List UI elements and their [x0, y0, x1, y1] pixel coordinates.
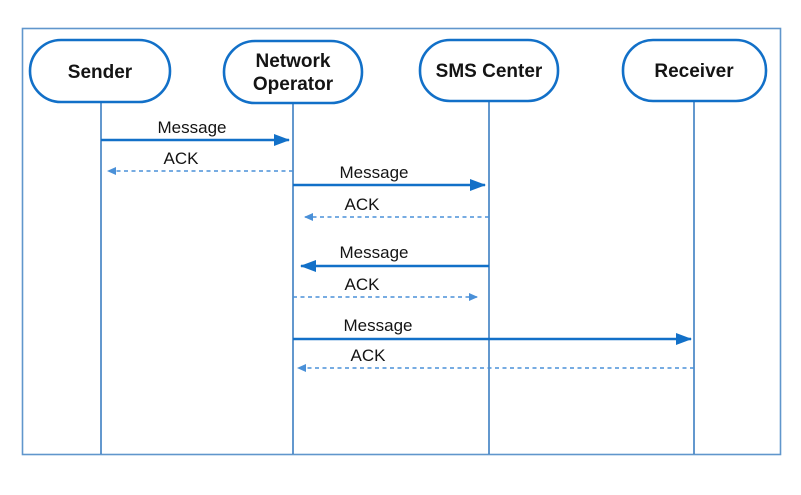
actor-sms-center: SMS Center: [418, 38, 560, 103]
actor-network-operator-box: [222, 39, 364, 105]
actor-sender-label: Sender: [68, 62, 133, 83]
actor-sender-box: [28, 38, 172, 104]
label-ack-network-operator-to-sender: ACK: [164, 149, 200, 168]
label-message-sms-center-to-network-operator: Message: [340, 243, 409, 262]
actor-sms-center-box: [418, 38, 560, 103]
actor-receiver-box: [621, 38, 768, 103]
diagram-border: [21, 27, 782, 456]
label-message-network-operator-to-sms-center: Message: [340, 163, 409, 182]
label-message-network-operator-to-receiver: Message: [344, 316, 413, 335]
label-ack-receiver-to-network-operator: ACK: [351, 346, 387, 365]
label-ack-sms-center-to-network-operator: ACK: [345, 195, 381, 214]
actor-sender: Sender: [28, 38, 172, 104]
label-message-sender-to-network-operator: Message: [158, 118, 227, 137]
actor-network-operator-label-line1: Network: [256, 51, 331, 72]
actor-network-operator-label-line2: Operator: [253, 74, 334, 95]
label-ack-network-operator-to-sms-center: ACK: [345, 275, 381, 294]
actor-receiver-label: Receiver: [654, 61, 734, 82]
actor-receiver: Receiver: [621, 38, 768, 103]
actor-network-operator: Network Operator: [222, 39, 364, 105]
actor-sms-center-label: SMS Center: [436, 61, 543, 82]
